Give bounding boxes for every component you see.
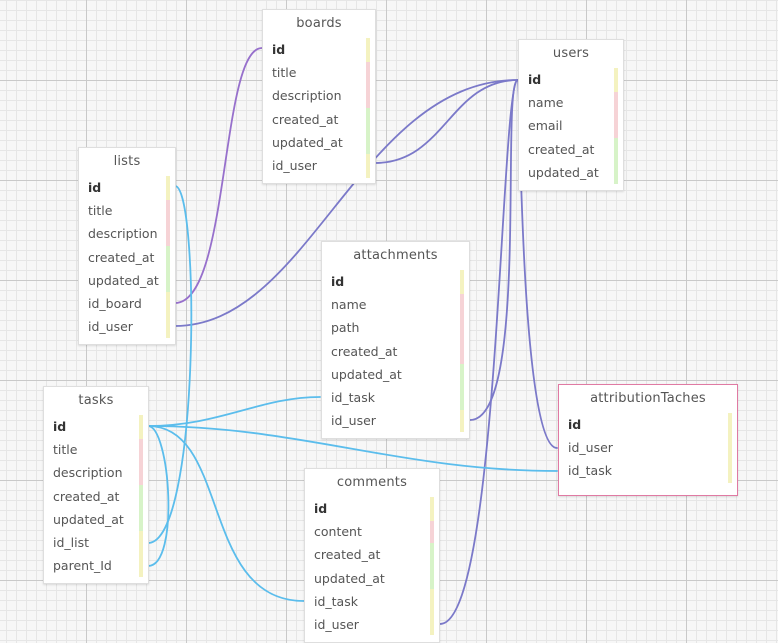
field-updated-at[interactable]: updated_at	[314, 570, 385, 586]
type-bar-date	[366, 108, 370, 154]
table-boards[interactable]: boards id title description created_at u…	[262, 9, 376, 185]
field-id[interactable]: id	[88, 180, 102, 195]
type-bar-key	[460, 410, 464, 432]
field-updated-at[interactable]: updated_at	[272, 134, 343, 150]
field-description[interactable]: description	[53, 465, 123, 481]
type-bar-date	[139, 485, 143, 531]
field-id[interactable]: id	[314, 501, 328, 516]
table-title: lists	[113, 154, 141, 169]
table-attachments[interactable]: attachments id name path created_at upda…	[321, 241, 470, 440]
field-description[interactable]: description	[88, 226, 158, 242]
type-bar-key	[139, 415, 143, 439]
type-bar-key	[728, 413, 732, 483]
field-name[interactable]: name	[331, 297, 367, 313]
type-bar-text	[166, 200, 170, 246]
field-updated-at[interactable]: updated_at	[528, 164, 599, 180]
table-title: users	[552, 46, 590, 61]
field-name[interactable]: name	[528, 95, 564, 111]
link-lists-board[interactable]	[174, 47, 263, 304]
table-title: tasks	[78, 393, 114, 408]
field-id-task[interactable]: id_task	[331, 389, 375, 405]
type-bar-key	[430, 589, 434, 635]
field-id[interactable]: id	[53, 419, 67, 434]
field-title[interactable]: title	[272, 65, 297, 81]
type-bar-key	[139, 531, 143, 577]
table-title: boards	[296, 16, 342, 31]
field-id[interactable]: id	[331, 274, 345, 289]
field-created-at[interactable]: created_at	[272, 111, 339, 127]
field-updated-at[interactable]: updated_at	[88, 272, 159, 288]
type-bar-text	[614, 92, 618, 138]
field-description[interactable]: description	[272, 88, 342, 104]
type-bar-text	[139, 439, 143, 485]
type-bar-key	[366, 38, 370, 62]
type-bar-key	[166, 176, 170, 200]
field-id-task[interactable]: id_task	[314, 593, 358, 609]
link-tasks-parent[interactable]	[147, 425, 170, 567]
field-created-at[interactable]: created_at	[314, 547, 381, 563]
field-id-user[interactable]: id_user	[568, 440, 613, 456]
link-boards-user[interactable]	[374, 79, 519, 164]
field-id-user[interactable]: id_user	[314, 616, 359, 632]
field-created-at[interactable]: created_at	[53, 488, 120, 504]
type-bar-text	[460, 294, 464, 364]
field-id-user[interactable]: id_user	[88, 319, 133, 335]
type-bar-date	[460, 364, 464, 410]
type-bar-key	[366, 154, 370, 178]
field-updated-at[interactable]: updated_at	[331, 366, 402, 382]
field-id-user[interactable]: id_user	[331, 413, 376, 429]
field-email[interactable]: email	[528, 118, 563, 134]
link-attachments-user[interactable]	[469, 79, 519, 421]
type-bar-text	[366, 62, 370, 108]
type-bar-key	[460, 270, 464, 294]
type-bar-date	[614, 138, 618, 184]
field-path[interactable]: path	[331, 320, 360, 336]
link-comments-task[interactable]	[147, 425, 305, 602]
table-title: comments	[336, 475, 408, 490]
field-title[interactable]: title	[88, 203, 113, 219]
field-created-at[interactable]: created_at	[528, 141, 595, 157]
table-tasks[interactable]: tasks id title description created_at up…	[43, 386, 149, 585]
field-id-list[interactable]: id_list	[53, 534, 90, 550]
type-bar-key	[614, 68, 618, 92]
field-id-board[interactable]: id_board	[88, 295, 142, 311]
type-bar-date	[430, 543, 434, 589]
field-id-task[interactable]: id_task	[568, 463, 612, 479]
type-bar-key	[430, 497, 434, 521]
table-title: attributionTaches	[590, 391, 706, 406]
field-created-at[interactable]: created_at	[331, 343, 398, 359]
type-bar-date	[166, 246, 170, 292]
table-title: attachments	[353, 248, 438, 263]
field-id[interactable]: id	[272, 42, 286, 57]
table-comments[interactable]: comments id content created_at updated_a…	[304, 468, 440, 643]
table-attribution-taches[interactable]: attributionTaches id id_user id_task	[558, 384, 738, 496]
field-title[interactable]: title	[53, 442, 78, 458]
field-parent-id[interactable]: parent_Id	[53, 558, 112, 574]
table-lists[interactable]: lists id title description created_at up…	[78, 147, 176, 346]
field-id[interactable]: id	[528, 72, 542, 87]
type-bar-key	[166, 292, 170, 338]
link-attachments-task[interactable]	[147, 396, 321, 427]
type-bar-text	[430, 521, 434, 543]
table-users[interactable]: users id name email created_at updated_a…	[518, 39, 624, 191]
field-id[interactable]: id	[568, 417, 582, 432]
field-id-user[interactable]: id_user	[272, 157, 317, 173]
field-content[interactable]: content	[314, 524, 362, 540]
field-created-at[interactable]: created_at	[88, 249, 155, 265]
field-updated-at[interactable]: updated_at	[53, 511, 124, 527]
